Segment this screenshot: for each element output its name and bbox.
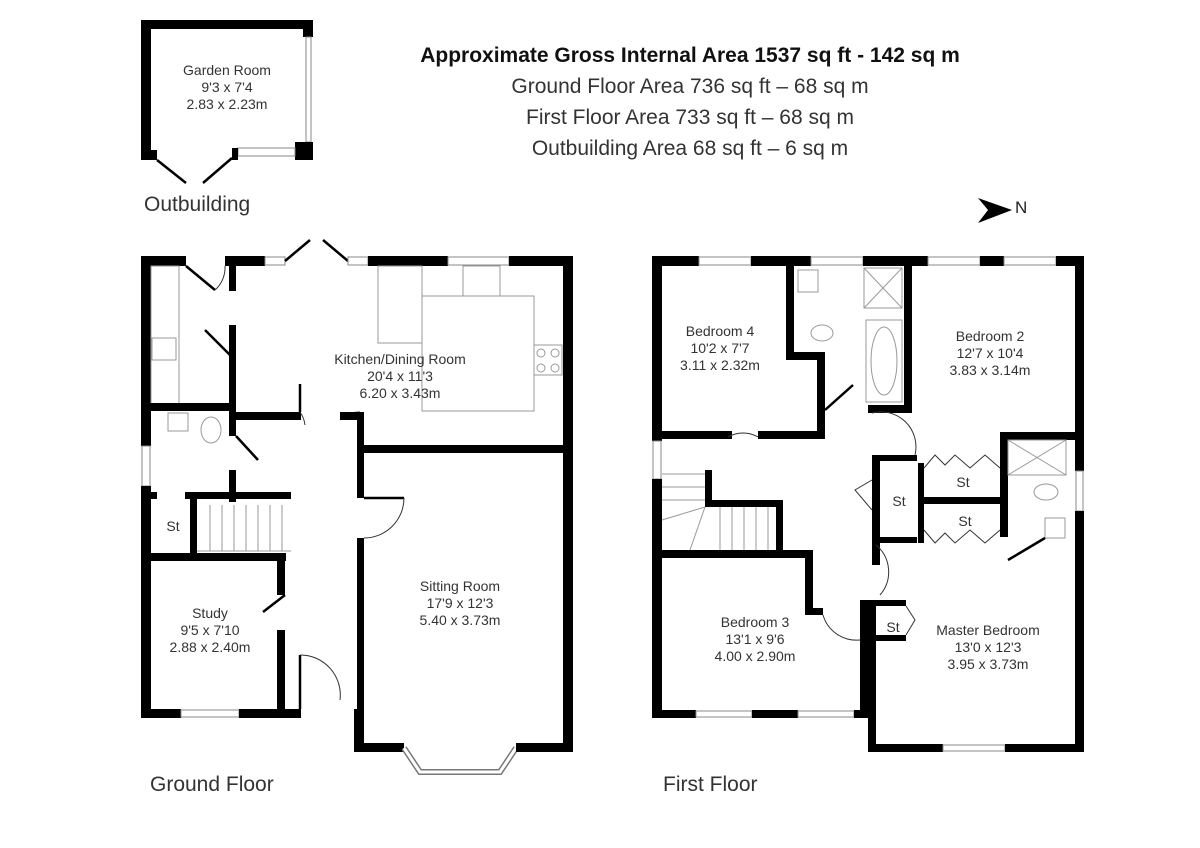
room-garden-room: Garden Room 9'3 x 7'4 2.83 x 2.23m	[152, 62, 302, 113]
room-name: Bedroom 4	[685, 323, 755, 339]
room-imperial: 13'0 x 12'3	[954, 639, 1022, 655]
room-metric: 3.83 x 3.14m	[949, 362, 1031, 378]
room-imperial: 9'5 x 7'10	[180, 622, 240, 638]
outbuilding-label: Outbuilding	[144, 193, 251, 216]
room-study: Study 9'5 x 7'10 2.88 x 2.40m	[150, 605, 270, 656]
room-imperial: 9'3 x 7'4	[201, 79, 253, 95]
room-metric: 3.11 x 2.32m	[680, 357, 760, 373]
room-imperial: 20'4 x 11'3	[367, 368, 433, 384]
ground-floor-area: Ground Floor Area 736 sq ft – 68 sq m	[511, 75, 869, 98]
room-imperial: 12'7 x 10'4	[956, 345, 1024, 361]
room-name: Kitchen/Dining Room	[334, 351, 466, 367]
room-kitchen-dining: Kitchen/Dining Room 20'4 x 11'3 6.20 x 3…	[320, 351, 480, 402]
room-sitting-room: Sitting Room 17'9 x 12'3 5.40 x 3.73m	[390, 578, 530, 629]
room-metric: 2.88 x 2.40m	[169, 639, 251, 655]
room-storage: St	[892, 493, 906, 509]
room-name: Garden Room	[183, 62, 271, 78]
room-name: Sitting Room	[419, 578, 501, 594]
first-floor-area: First Floor Area 733 sq ft – 68 sq m	[526, 106, 854, 129]
room-bedroom-2: Bedroom 2 12'7 x 10'4 3.83 x 3.14m	[930, 328, 1050, 379]
room-metric: 3.95 x 3.73m	[947, 656, 1029, 672]
first-floor-plan	[652, 256, 1084, 752]
room-master-bedroom: Master Bedroom 13'0 x 12'3 3.95 x 3.73m	[918, 622, 1058, 673]
room-imperial: 17'9 x 12'3	[426, 595, 494, 611]
total-area-heading: Approximate Gross Internal Area 1537 sq …	[420, 44, 960, 67]
room-name: Study	[192, 605, 228, 621]
room-storage: St	[166, 518, 180, 534]
room-name: Bedroom 3	[720, 614, 790, 630]
ground-floor-plan	[141, 239, 573, 775]
room-bedroom-4: Bedroom 4 10'2 x 7'7 3.11 x 2.32m	[670, 323, 770, 374]
ground-floor-label: Ground Floor	[150, 773, 274, 796]
room-metric: 5.40 x 3.73m	[419, 612, 501, 628]
outbuilding-plan	[141, 20, 313, 184]
room-storage: St	[958, 513, 972, 529]
room-metric: 6.20 x 3.43m	[359, 385, 441, 401]
north-label: N	[1015, 198, 1028, 217]
north-arrow-icon	[978, 198, 1012, 223]
room-metric: 2.83 x 2.23m	[186, 96, 268, 112]
room-name: Bedroom 2	[955, 328, 1025, 344]
first-floor-label: First Floor	[663, 773, 758, 796]
outbuilding-area: Outbuilding Area 68 sq ft – 6 sq m	[531, 137, 849, 160]
room-imperial: 10'2 x 7'7	[690, 340, 750, 356]
room-imperial: 13'1 x 9'6	[725, 631, 785, 647]
room-metric: 4.00 x 2.90m	[714, 648, 796, 664]
room-storage: St	[956, 474, 970, 490]
room-name: Master Bedroom	[936, 622, 1040, 638]
room-storage: St	[886, 619, 900, 635]
room-bedroom-3: Bedroom 3 13'1 x 9'6 4.00 x 2.90m	[695, 614, 815, 665]
